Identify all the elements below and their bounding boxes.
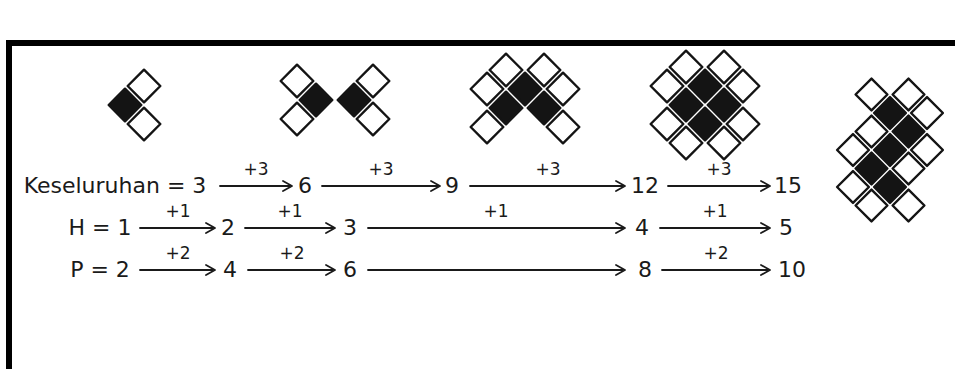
arrow-head bbox=[616, 181, 625, 191]
count-number: 4 bbox=[635, 217, 649, 239]
frame-top bbox=[6, 40, 955, 46]
arrow-head bbox=[326, 265, 335, 275]
count-number: 6 bbox=[343, 259, 357, 281]
arrow-head bbox=[761, 265, 770, 275]
arrow-head bbox=[616, 223, 625, 233]
arrow-head bbox=[206, 223, 215, 233]
count-number: 4 bbox=[223, 259, 237, 281]
arrow-line bbox=[368, 269, 623, 271]
row-start: H = 1 bbox=[69, 217, 132, 239]
arrow-head bbox=[326, 223, 335, 233]
shaded-tile bbox=[109, 89, 142, 122]
count-number: 8 bbox=[638, 259, 652, 281]
shaded-tile bbox=[528, 92, 561, 125]
arrow-line bbox=[668, 185, 768, 187]
shaded-tile bbox=[689, 108, 722, 141]
count-number: 15 bbox=[774, 175, 802, 197]
step-label: +3 bbox=[243, 161, 268, 178]
arrow-line bbox=[368, 227, 623, 229]
arrow-line bbox=[140, 269, 213, 271]
step-label: +2 bbox=[165, 245, 190, 262]
arrow-line bbox=[470, 185, 623, 187]
arrow-line bbox=[660, 227, 768, 229]
arrow-line bbox=[140, 227, 213, 229]
shaded-tile bbox=[300, 84, 333, 117]
shaded-tile bbox=[874, 171, 906, 203]
shaded-tile bbox=[338, 84, 371, 117]
row-start: P = 2 bbox=[70, 259, 130, 281]
arrow-head bbox=[761, 223, 770, 233]
arrow-head bbox=[206, 265, 215, 275]
arrow-head bbox=[431, 181, 440, 191]
count-number: 12 bbox=[631, 175, 659, 197]
count-number: 3 bbox=[343, 217, 357, 239]
arrow-line bbox=[245, 227, 333, 229]
count-number: 2 bbox=[221, 217, 235, 239]
row-start: Keseluruhan = 3 bbox=[24, 175, 207, 197]
arrow-line bbox=[322, 185, 438, 187]
arrow-head bbox=[616, 265, 625, 275]
step-label: +3 bbox=[535, 161, 560, 178]
step-label: +1 bbox=[277, 203, 302, 220]
step-label: +1 bbox=[702, 203, 727, 220]
count-number: 6 bbox=[298, 175, 312, 197]
arrow-head bbox=[761, 181, 770, 191]
count-number: 9 bbox=[445, 175, 459, 197]
arrow-line bbox=[220, 185, 290, 187]
step-label: +2 bbox=[703, 245, 728, 262]
count-number: 10 bbox=[778, 259, 806, 281]
arrow-line bbox=[662, 269, 768, 271]
step-label: +3 bbox=[706, 161, 731, 178]
frame-left bbox=[6, 40, 12, 369]
step-label: +1 bbox=[165, 203, 190, 220]
step-label: +3 bbox=[368, 161, 393, 178]
arrow-head bbox=[283, 181, 292, 191]
step-label: +2 bbox=[279, 245, 304, 262]
count-number: 5 bbox=[779, 217, 793, 239]
step-label: +1 bbox=[483, 203, 508, 220]
arrow-line bbox=[248, 269, 333, 271]
